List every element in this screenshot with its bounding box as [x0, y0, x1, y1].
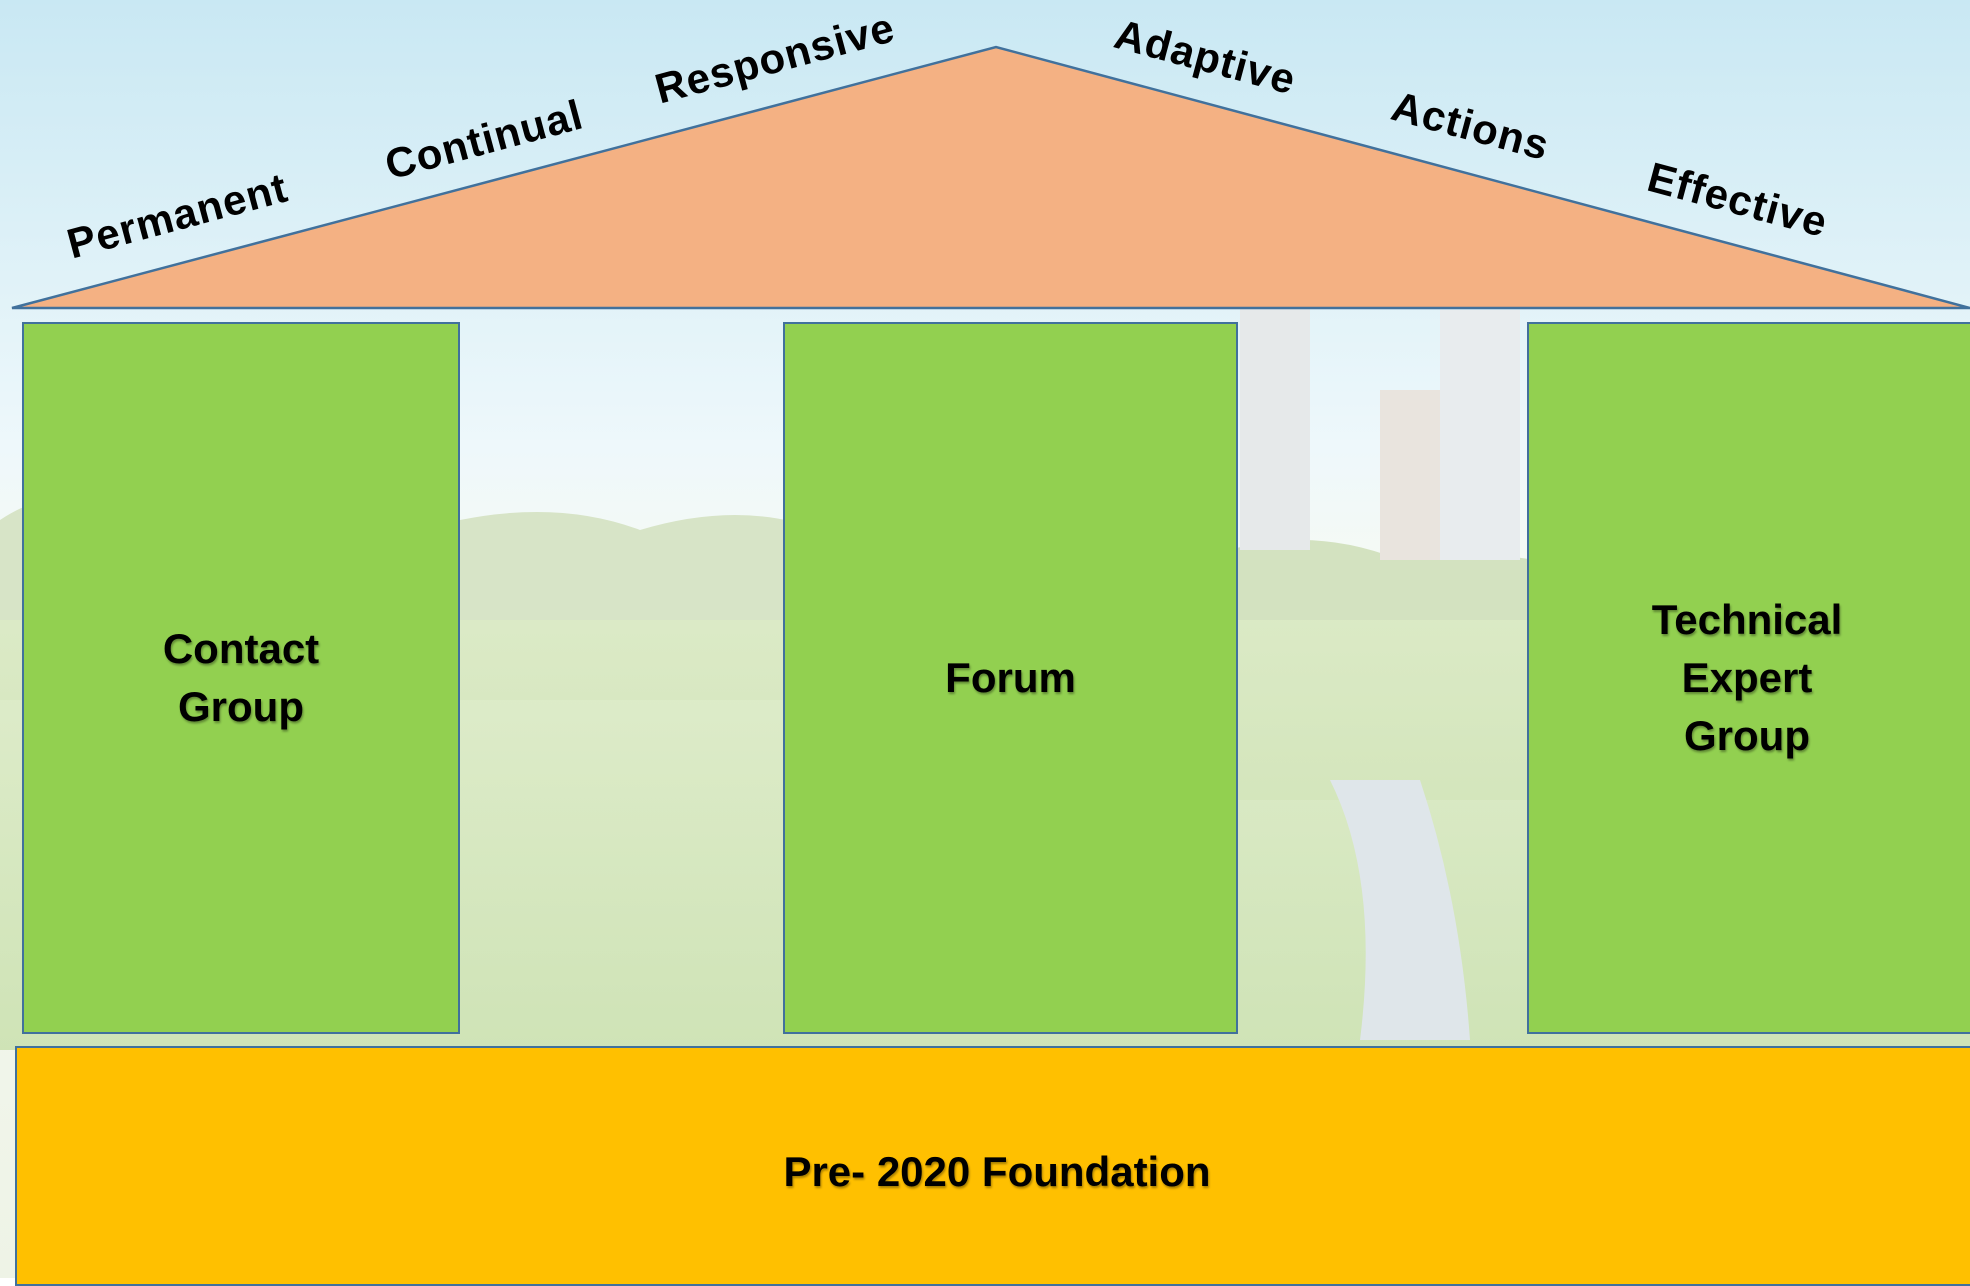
label-line: Contact	[162, 625, 320, 672]
foundation-block: Pre- 2020 Foundation	[15, 1046, 1970, 1286]
roof-triangle	[11, 45, 1970, 310]
pillar-forum: Forum	[783, 322, 1238, 1034]
label-line: Group	[178, 683, 304, 730]
pillar-forum-label: Forum	[945, 649, 1076, 707]
label-line: Group	[1684, 712, 1810, 759]
label-line: Forum	[945, 654, 1076, 701]
foundation-label: Pre- 2020 Foundation	[783, 1148, 1211, 1195]
pillar-technical-expert-group-label: Technical Expert Group	[1652, 591, 1843, 765]
pillar-technical-expert-group: Technical Expert Group	[1527, 322, 1970, 1034]
roof-shape	[11, 45, 1970, 310]
label-line: Technical	[1651, 596, 1843, 643]
label-line: Expert	[1681, 654, 1813, 701]
pillar-contact-group-label: Contact Group	[163, 620, 319, 736]
pillar-contact-group: Contact Group	[22, 322, 460, 1034]
